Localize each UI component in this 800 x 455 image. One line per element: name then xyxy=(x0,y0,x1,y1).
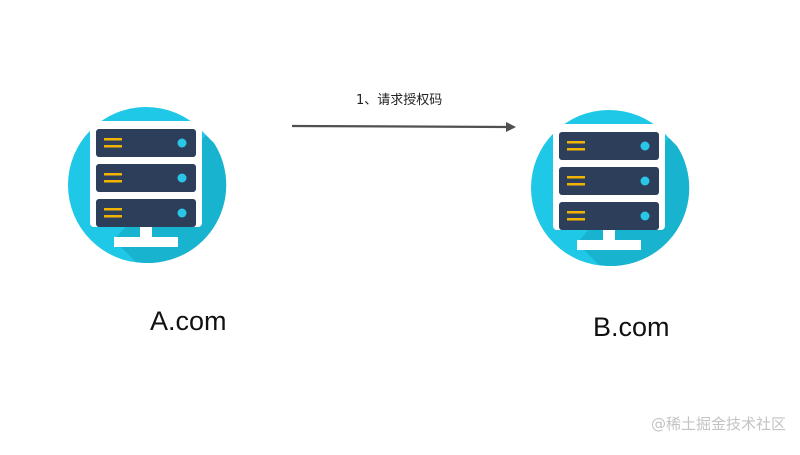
arrow-label: 1、请求授权码 xyxy=(356,93,443,108)
request-arrow xyxy=(291,121,516,132)
watermark: @稀土掘金技术社区 xyxy=(650,415,786,433)
server-icon xyxy=(68,107,227,263)
node-label-b: B.com xyxy=(593,312,670,342)
node-label-a: A.com xyxy=(150,306,227,336)
server-icon xyxy=(531,110,690,266)
